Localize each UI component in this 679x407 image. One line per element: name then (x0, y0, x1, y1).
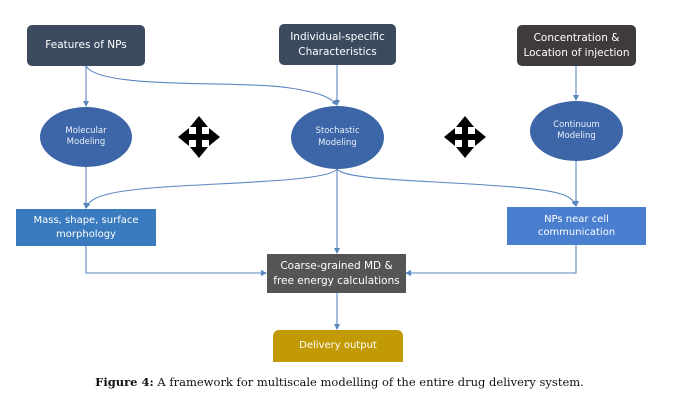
figure-caption: Figure 4: A framework for multiscale mod… (0, 375, 679, 389)
figure-caption-label: Figure 4: (95, 375, 154, 389)
continuum-line1: Continuum (553, 119, 600, 130)
edge-stochastic-to-nps (336, 168, 578, 207)
nps-near-cell-box: NPs near cell communication (507, 207, 646, 245)
edge-mass-to-coarse (85, 246, 267, 276)
molecular-line1: Molecular (65, 125, 107, 136)
delivery-output-label: Delivery output (299, 340, 377, 352)
individual-specific-box: Individual-specific Characteristics (279, 24, 396, 65)
four-way-move-arrow-icon (178, 116, 220, 158)
individual-specific-line2: Characteristics (298, 45, 377, 58)
mass-shape-surface-box: Mass, shape, surface morphology (16, 209, 156, 246)
figure-caption-text: A framework for multiscale modelling of … (153, 375, 584, 389)
continuum-modeling-ellipse: Continuum Modeling (530, 101, 623, 161)
stochastic-modeling-ellipse: Stochastic Modeling (291, 106, 384, 169)
nps-line2: communication (537, 227, 616, 238)
nps-line1: NPs near cell (544, 213, 609, 225)
delivery-output-box: Delivery output (273, 330, 403, 362)
mass-line1: Mass, shape, surface (33, 215, 139, 226)
stochastic-line2: Modeling (318, 137, 357, 148)
edge-features-to-stochastic (85, 65, 338, 106)
molecular-modeling-ellipse: Molecular Modeling (40, 107, 132, 167)
features-of-nps-box: Features of NPs (27, 25, 145, 66)
edge-stochastic-to-mass (84, 168, 338, 209)
features-of-nps-label: Features of NPs (45, 39, 127, 52)
concentration-line1: Concentration & (533, 32, 620, 45)
individual-specific-line1: Individual-specific (290, 31, 385, 44)
edge-nps-to-coarse (405, 245, 577, 276)
stochastic-line1: Stochastic (315, 126, 360, 137)
concentration-location-box: Concentration & Location of injection (517, 25, 636, 66)
concentration-line2: Location of injection (523, 46, 630, 59)
four-way-move-arrow-icon (444, 116, 486, 158)
mass-line2: morphology (56, 228, 116, 240)
molecular-line2: Modeling (66, 137, 106, 147)
coarse-line1: Coarse-grained MD & (280, 260, 393, 273)
continuum-line2: Modeling (557, 131, 596, 141)
coarse-grained-md-box: Coarse-grained MD & free energy calculat… (267, 254, 406, 293)
coarse-line2: free energy calculations (273, 274, 400, 287)
